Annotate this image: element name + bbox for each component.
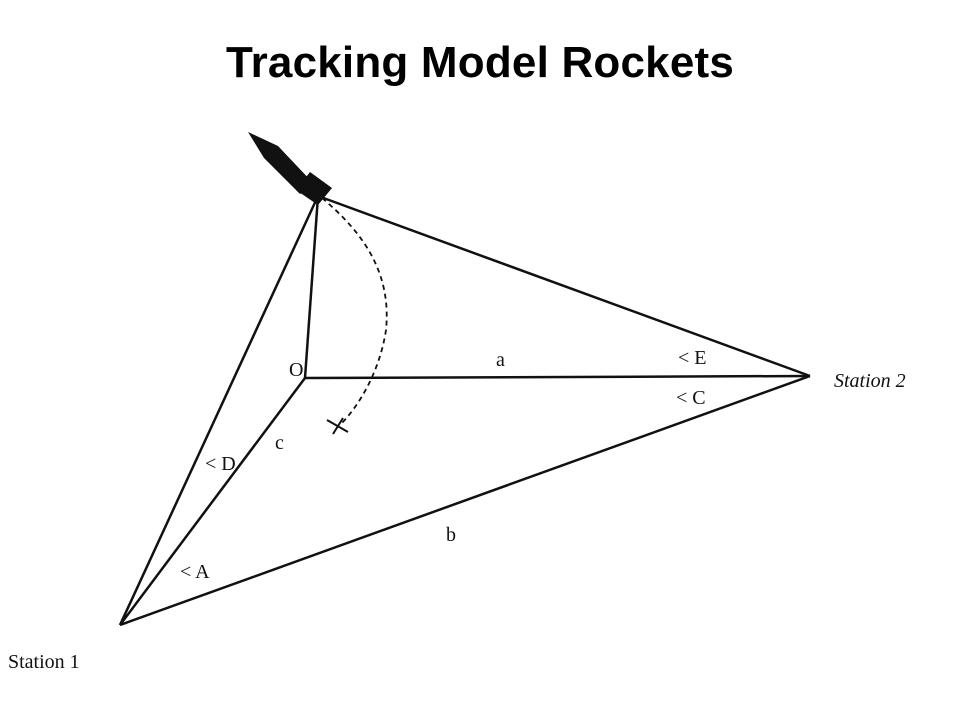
label-angle-d: < D — [205, 453, 236, 475]
line-rocket-to-station1 — [118, 195, 320, 626]
label-station-2: Station 2 — [834, 370, 906, 392]
line-rocket-to-station2 — [317, 194, 811, 378]
line-side-c — [118, 377, 307, 626]
line-side-b — [119, 374, 811, 627]
label-angle-e: < E — [678, 347, 707, 369]
label-station-1: Station 1 — [8, 651, 80, 673]
rocket-icon — [248, 132, 332, 205]
line-side-a — [304, 374, 811, 380]
label-side-a: a — [496, 349, 505, 371]
label-origin: O — [289, 359, 303, 381]
label-angle-a: < A — [180, 561, 210, 583]
flight-path — [321, 197, 388, 426]
slide-title: Tracking Model Rockets — [225, 38, 735, 87]
label-side-b: b — [446, 524, 456, 546]
line-rocket-to-origin — [303, 195, 320, 379]
label-angle-c: < C — [676, 387, 706, 409]
landing-x-icon — [326, 417, 349, 435]
label-side-c: c — [275, 432, 284, 454]
